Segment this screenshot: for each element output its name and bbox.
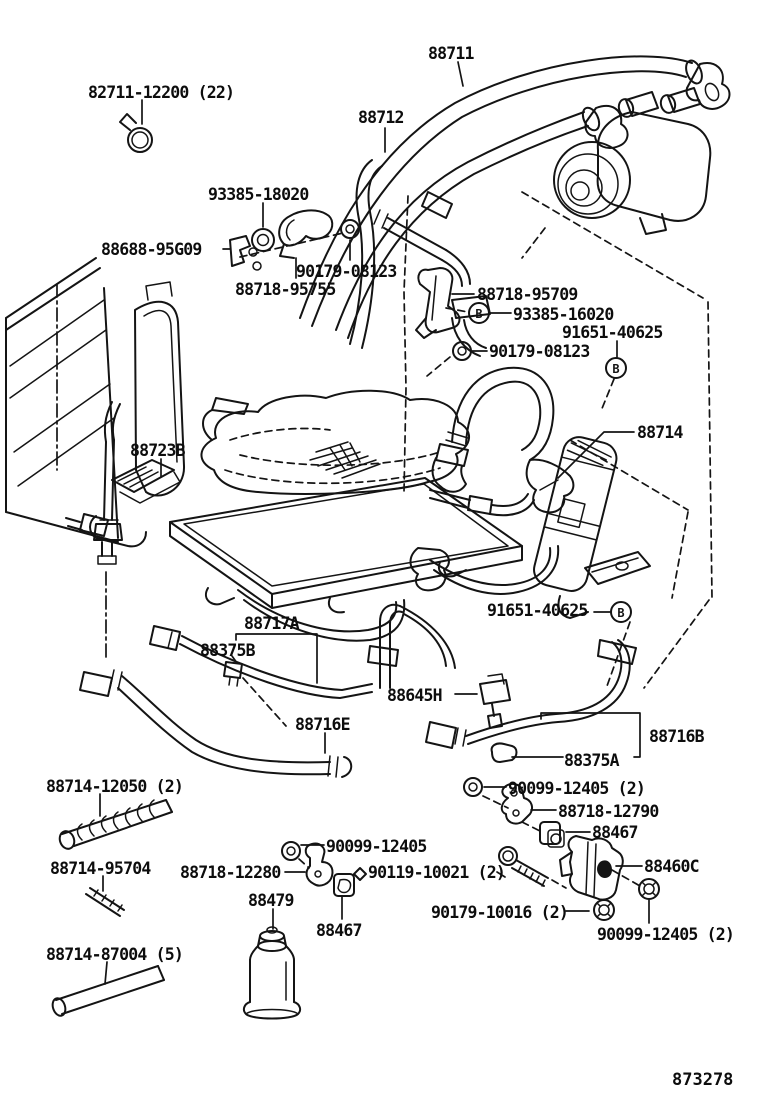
- clamp-88467-left-drawing: [333, 867, 367, 897]
- part-label-90179-10016: 90179-10016 (2): [431, 903, 569, 922]
- evaporator-assembly-drawing: [65, 389, 560, 642]
- part-label-88718-95755: 88718-95755: [235, 280, 336, 299]
- part-label-90119-10021: 90119-10021 (2): [368, 863, 506, 882]
- part-label-93385-18020: 93385-18020: [208, 185, 309, 204]
- part-label-88716B: 88716B: [649, 727, 705, 746]
- dashed-reference-lines: [239, 191, 713, 889]
- part-label-88714-87004: 88714-87004 (5): [46, 945, 184, 964]
- part-label-82711-12200: 82711-12200 (22): [88, 83, 235, 102]
- part-label-88460C: 88460C: [644, 857, 700, 876]
- packing-pad-drawing: [111, 459, 181, 504]
- part-label-88718-95709: 88718-95709: [477, 285, 578, 304]
- part-label-88716E: 88716E: [295, 715, 351, 734]
- part-label-91651-40625-b: 91651-40625: [487, 601, 588, 620]
- clamp-88467-right-drawing: [539, 821, 565, 848]
- part-label-88718-12790: 88718-12790: [558, 802, 659, 821]
- part-label-90099-12405-a: 90099-12405 (2): [508, 779, 646, 798]
- bolt-90119-10021-drawing: [498, 846, 549, 887]
- part-label-88711: 88711: [428, 44, 474, 63]
- washer-90099-upper-drawing: [463, 777, 483, 797]
- svg-text:B: B: [475, 307, 482, 321]
- bracket-88688-95G09-drawing: [229, 235, 262, 271]
- part-label-90179-08123-b: 90179-08123: [489, 342, 590, 361]
- part-label-88723B: 88723B: [130, 441, 186, 460]
- nut-90179-08123-lower-drawing: [452, 341, 472, 361]
- refrigerant-can-drawing: [242, 926, 302, 1020]
- straight-tube-drawing: [51, 965, 165, 1017]
- part-label-88718-12280: 88718-12280: [180, 863, 281, 882]
- svg-text:B: B: [612, 362, 619, 376]
- part-label-88714-95704: 88714-95704: [50, 859, 151, 878]
- pipe-88717A-drawing: [149, 603, 456, 699]
- connector-B-lower: B: [610, 601, 632, 623]
- compressor-drawing: [553, 87, 712, 235]
- part-label-90099-12405-c: 90099-12405 (2): [597, 925, 735, 944]
- condenser-unit-drawing: [5, 257, 186, 659]
- svg-text:B: B: [617, 606, 624, 620]
- part-label-88467-a: 88467: [592, 823, 638, 842]
- discharge-hose-drawing: [299, 55, 731, 339]
- bracket-88718-95755-drawing: [278, 209, 334, 259]
- nut-90179-10016-drawing: [593, 899, 615, 921]
- heater-hose-88716E-drawing: [79, 669, 353, 778]
- bracket-88460C-drawing: [559, 835, 624, 901]
- nut-93385-18020-drawing: [251, 228, 275, 252]
- connector-B-upper: B: [468, 302, 490, 324]
- part-label-90099-12405-b: 90099-12405: [326, 837, 427, 856]
- part-label-88467-b: 88467: [316, 921, 362, 940]
- bracket-88718-95709-drawing: [415, 267, 461, 339]
- part-label-88688-95G09: 88688-95G09: [101, 240, 202, 259]
- liquid-tube-88714-drawing: [431, 366, 575, 514]
- spiral-insulator-drawing: [58, 799, 173, 850]
- part-label-88712: 88712: [358, 108, 404, 127]
- part-label-88645H: 88645H: [387, 686, 443, 705]
- nut-90179-08123-upper-drawing: [340, 219, 360, 239]
- part-label-90179-08123-a: 90179-08123: [296, 262, 397, 281]
- receiver-drier-drawing: [533, 436, 651, 619]
- part-label-88479: 88479: [248, 891, 294, 910]
- hose-clip-drawing: [119, 113, 153, 153]
- leader-lines: [99, 61, 650, 985]
- part-label-88714-12050: 88714-12050 (2): [46, 777, 184, 796]
- part-label-88375A: 88375A: [564, 751, 620, 770]
- pipe-88716B-drawing: [425, 639, 637, 763]
- part-label-88375B: 88375B: [200, 641, 256, 660]
- part-label-88717A: 88717A: [244, 614, 300, 633]
- part-label-91651-40625-a: 91651-40625: [562, 323, 663, 342]
- suction-hose-drawing: [349, 159, 491, 357]
- part-label-93385-16020: 93385-16020: [513, 305, 614, 324]
- part-label-88714: 88714: [637, 423, 683, 442]
- connector-B-mid: B: [605, 357, 627, 379]
- figure-number: 873278: [672, 1070, 734, 1090]
- washer-90099-mid-drawing: [281, 841, 301, 861]
- stick-insulator-drawing: [85, 887, 125, 917]
- washer-90099-lower-drawing: [638, 878, 660, 900]
